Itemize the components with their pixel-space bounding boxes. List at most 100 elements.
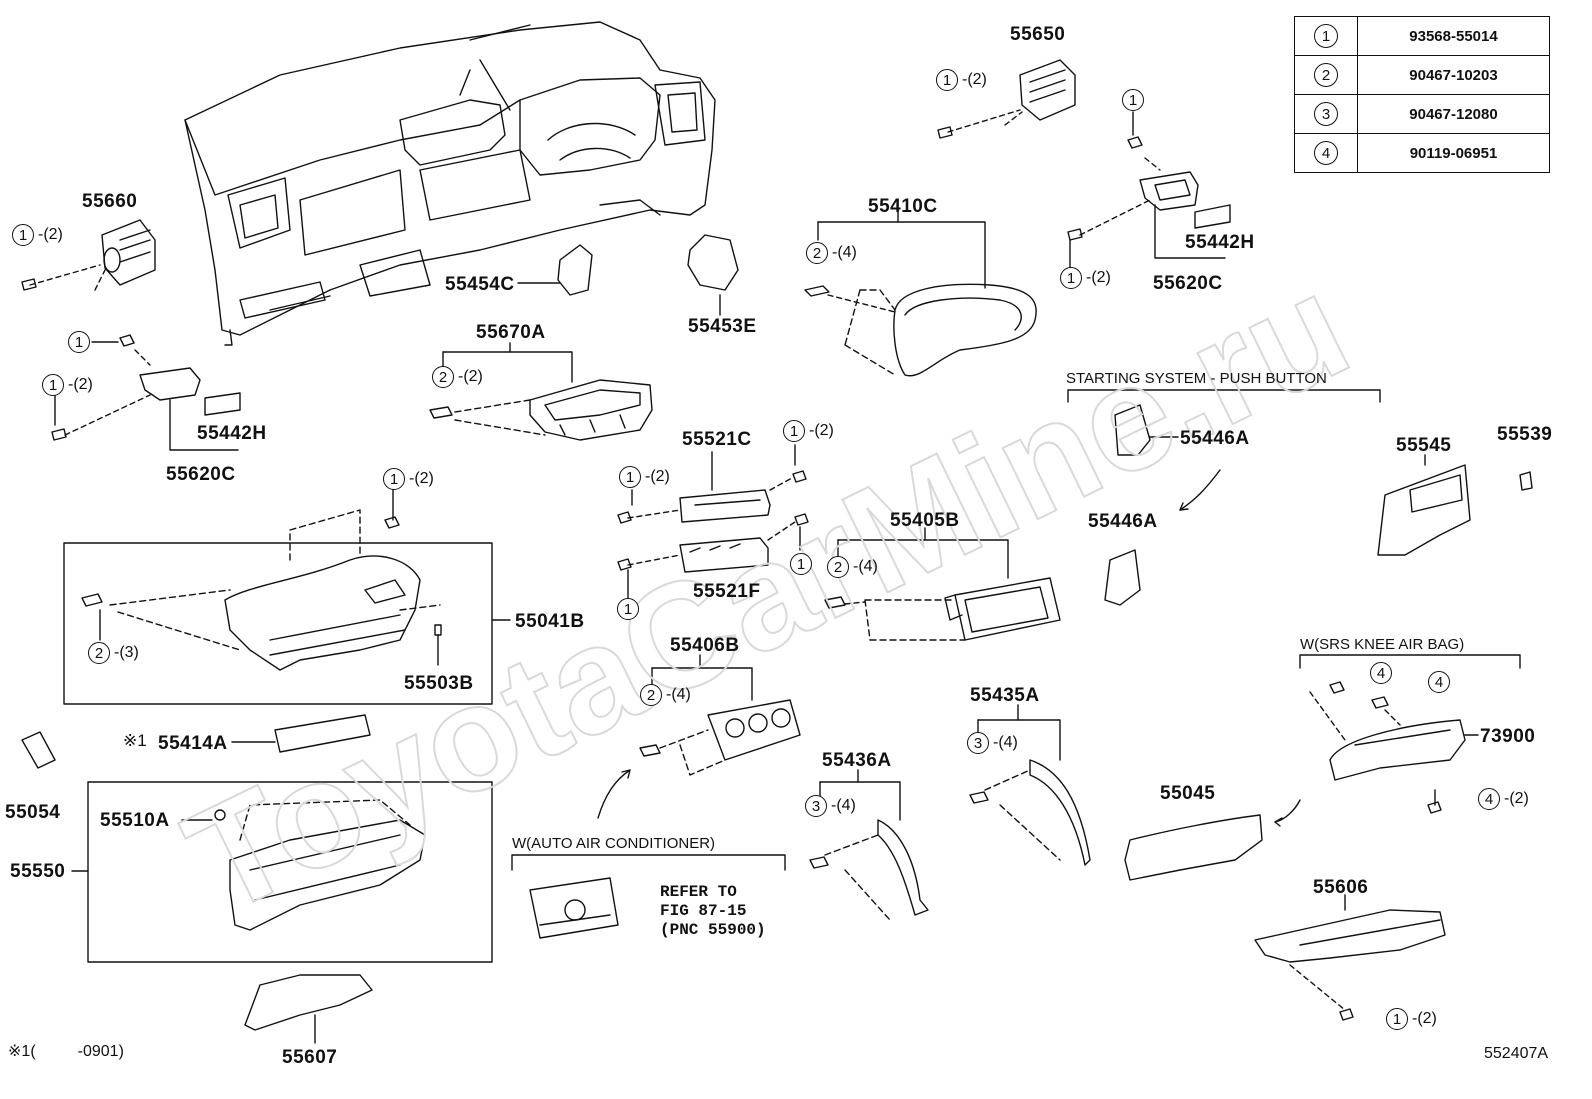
part-label-55650[interactable]: 55650	[1010, 24, 1066, 45]
push-button-55446a-lower	[1104, 549, 1141, 606]
fastener-callout: 1	[790, 553, 816, 575]
part-55054-illustration	[21, 731, 56, 769]
switch-panel-55545-illustration	[1377, 454, 1471, 556]
part-label-55435a[interactable]: 55435A	[970, 685, 1040, 706]
bracket-55454c-illustration	[557, 244, 593, 296]
part-label-55405b[interactable]: 55405B	[890, 510, 960, 531]
footnote-paren: (	[30, 1043, 36, 1060]
switch-55521c-illustration	[617, 444, 807, 524]
fastener-qty: -(3)	[114, 644, 139, 661]
part-label-55410c[interactable]: 55410C	[868, 196, 938, 217]
bracket-55607-illustration	[244, 974, 373, 1031]
watermark: ToyotaCarMine.ru	[162, 241, 1372, 946]
part-label-55436a[interactable]: 55436A	[822, 750, 892, 771]
part-label-55521f[interactable]: 55521F	[693, 581, 761, 602]
part-label-55545[interactable]: 55545	[1396, 435, 1452, 456]
fastener-callout: 2-(4)	[640, 684, 691, 706]
part-label-55620c-right[interactable]: 55620C	[1153, 273, 1223, 294]
fastener-qty: -(2)	[1412, 1010, 1437, 1027]
pillar-55435a-illustration	[969, 704, 1091, 866]
glove-box-door-illustration	[181, 799, 426, 931]
part-label-55414a[interactable]: 55414A	[158, 733, 228, 754]
fastener-key-icon: 1	[42, 374, 64, 396]
group-bracket-auto-ac	[511, 854, 786, 871]
fastener-qty: -(2)	[1504, 790, 1529, 807]
part-label-55446a-lower[interactable]: 55446A	[1088, 511, 1158, 532]
fastener-key-icon: 2	[640, 684, 662, 706]
part-label-55521c[interactable]: 55521C	[682, 429, 752, 450]
group-label-starting-system: STARTING SYSTEM - PUSH BUTTON	[1066, 370, 1327, 387]
fastener-callout: 1-(2)	[12, 224, 63, 246]
fastener-key-icon: 2	[88, 642, 110, 664]
fastener-qty: -(2)	[645, 468, 670, 485]
table-cell: 90467-12080	[1357, 94, 1550, 134]
part-label-55539[interactable]: 55539	[1497, 424, 1553, 445]
part-label-55670a[interactable]: 55670A	[476, 322, 546, 343]
fastener-callout: 2-(4)	[806, 242, 857, 264]
group-bracket-starting-system	[1067, 389, 1381, 403]
fastener-callout: 1	[1122, 89, 1148, 111]
part-label-55453e[interactable]: 55453E	[688, 316, 757, 337]
fastener-key-icon: 1	[1060, 267, 1082, 289]
part-label-55041b[interactable]: 55041B	[515, 611, 585, 632]
part-label-55550[interactable]: 55550	[10, 861, 66, 882]
part-label-55406b[interactable]: 55406B	[670, 635, 740, 656]
fastener-key-icon: 1	[12, 224, 34, 246]
fastener-key-icon: 1	[790, 553, 812, 575]
fastener-qty: -(2)	[409, 470, 434, 487]
footnote-mark: ※1	[8, 1043, 31, 1060]
fastener-key-icon: 4	[1370, 662, 1392, 684]
part-label-55045[interactable]: 55045	[1160, 783, 1216, 804]
bracket-55606-illustration	[1254, 894, 1446, 1021]
part-label-55454c[interactable]: 55454C	[445, 274, 515, 295]
part-label-55510a[interactable]: 55510A	[100, 810, 170, 831]
fastener-qty: -(2)	[458, 368, 483, 385]
part-label-55446a-upper[interactable]: 55446A	[1180, 428, 1250, 449]
center-panel-55670a-illustration	[429, 342, 653, 441]
part-label-55442h-left[interactable]: 55442H	[197, 423, 267, 444]
fastener-callout: 4	[1428, 671, 1454, 693]
fastener-key-icon: 3	[967, 732, 989, 754]
fastener-qty: -(2)	[68, 376, 93, 393]
part-label-55054[interactable]: 55054	[5, 802, 61, 823]
fastener-qty: -(4)	[831, 797, 856, 814]
fastener-callout: 1-(2)	[783, 420, 834, 442]
fastener-key-icon: 2	[806, 242, 828, 264]
part-label-55607[interactable]: 55607	[282, 1047, 338, 1068]
ac-panel-55406b-illustration	[597, 654, 801, 819]
fastener-qty: -(4)	[853, 558, 878, 575]
part-label-55660[interactable]: 55660	[82, 191, 138, 212]
fastener-key-icon: 2	[827, 556, 849, 578]
push-button-55446a-upper	[1114, 404, 1151, 456]
fastener-callout: 3-(4)	[805, 795, 856, 817]
footnote-marker: ※1	[123, 731, 147, 750]
part-label-55503b[interactable]: 55503B	[404, 673, 474, 694]
vent-55650-illustration	[937, 59, 1076, 139]
fastener-callout: 2-(4)	[827, 556, 878, 578]
group-box-55041b	[63, 542, 493, 705]
fastener-callout: 4	[1370, 662, 1396, 684]
pillar-55436a-illustration	[809, 769, 929, 921]
part-label-73900[interactable]: 73900	[1480, 726, 1536, 747]
instrument-panel-illustration	[184, 21, 716, 346]
footnote-range: -0901)	[77, 1043, 124, 1060]
meter-hood-55410c-illustration	[804, 209, 1037, 377]
fastener-qty: -(2)	[962, 71, 987, 88]
part-label-55442h-right[interactable]: 55442H	[1185, 232, 1255, 253]
part-label-55620c-left[interactable]: 55620C	[166, 464, 236, 485]
fastener-key-icon: 1	[783, 420, 805, 442]
fastener-callout: 3-(4)	[967, 732, 1018, 754]
fastener-key-icon: 4	[1428, 671, 1450, 693]
fastener-qty: -(2)	[38, 226, 63, 243]
refer-note: REFER TO FIG 87-15 (PNC 55900)	[660, 883, 766, 940]
fastener-callout: 4-(2)	[1478, 788, 1529, 810]
vent-55660-illustration	[21, 219, 156, 291]
table-cell: 90467-10203	[1357, 55, 1550, 95]
switch-bracket-right-illustration	[1067, 111, 1231, 271]
fastener-callout: 2-(3)	[88, 642, 139, 664]
part-label-55606[interactable]: 55606	[1313, 877, 1369, 898]
